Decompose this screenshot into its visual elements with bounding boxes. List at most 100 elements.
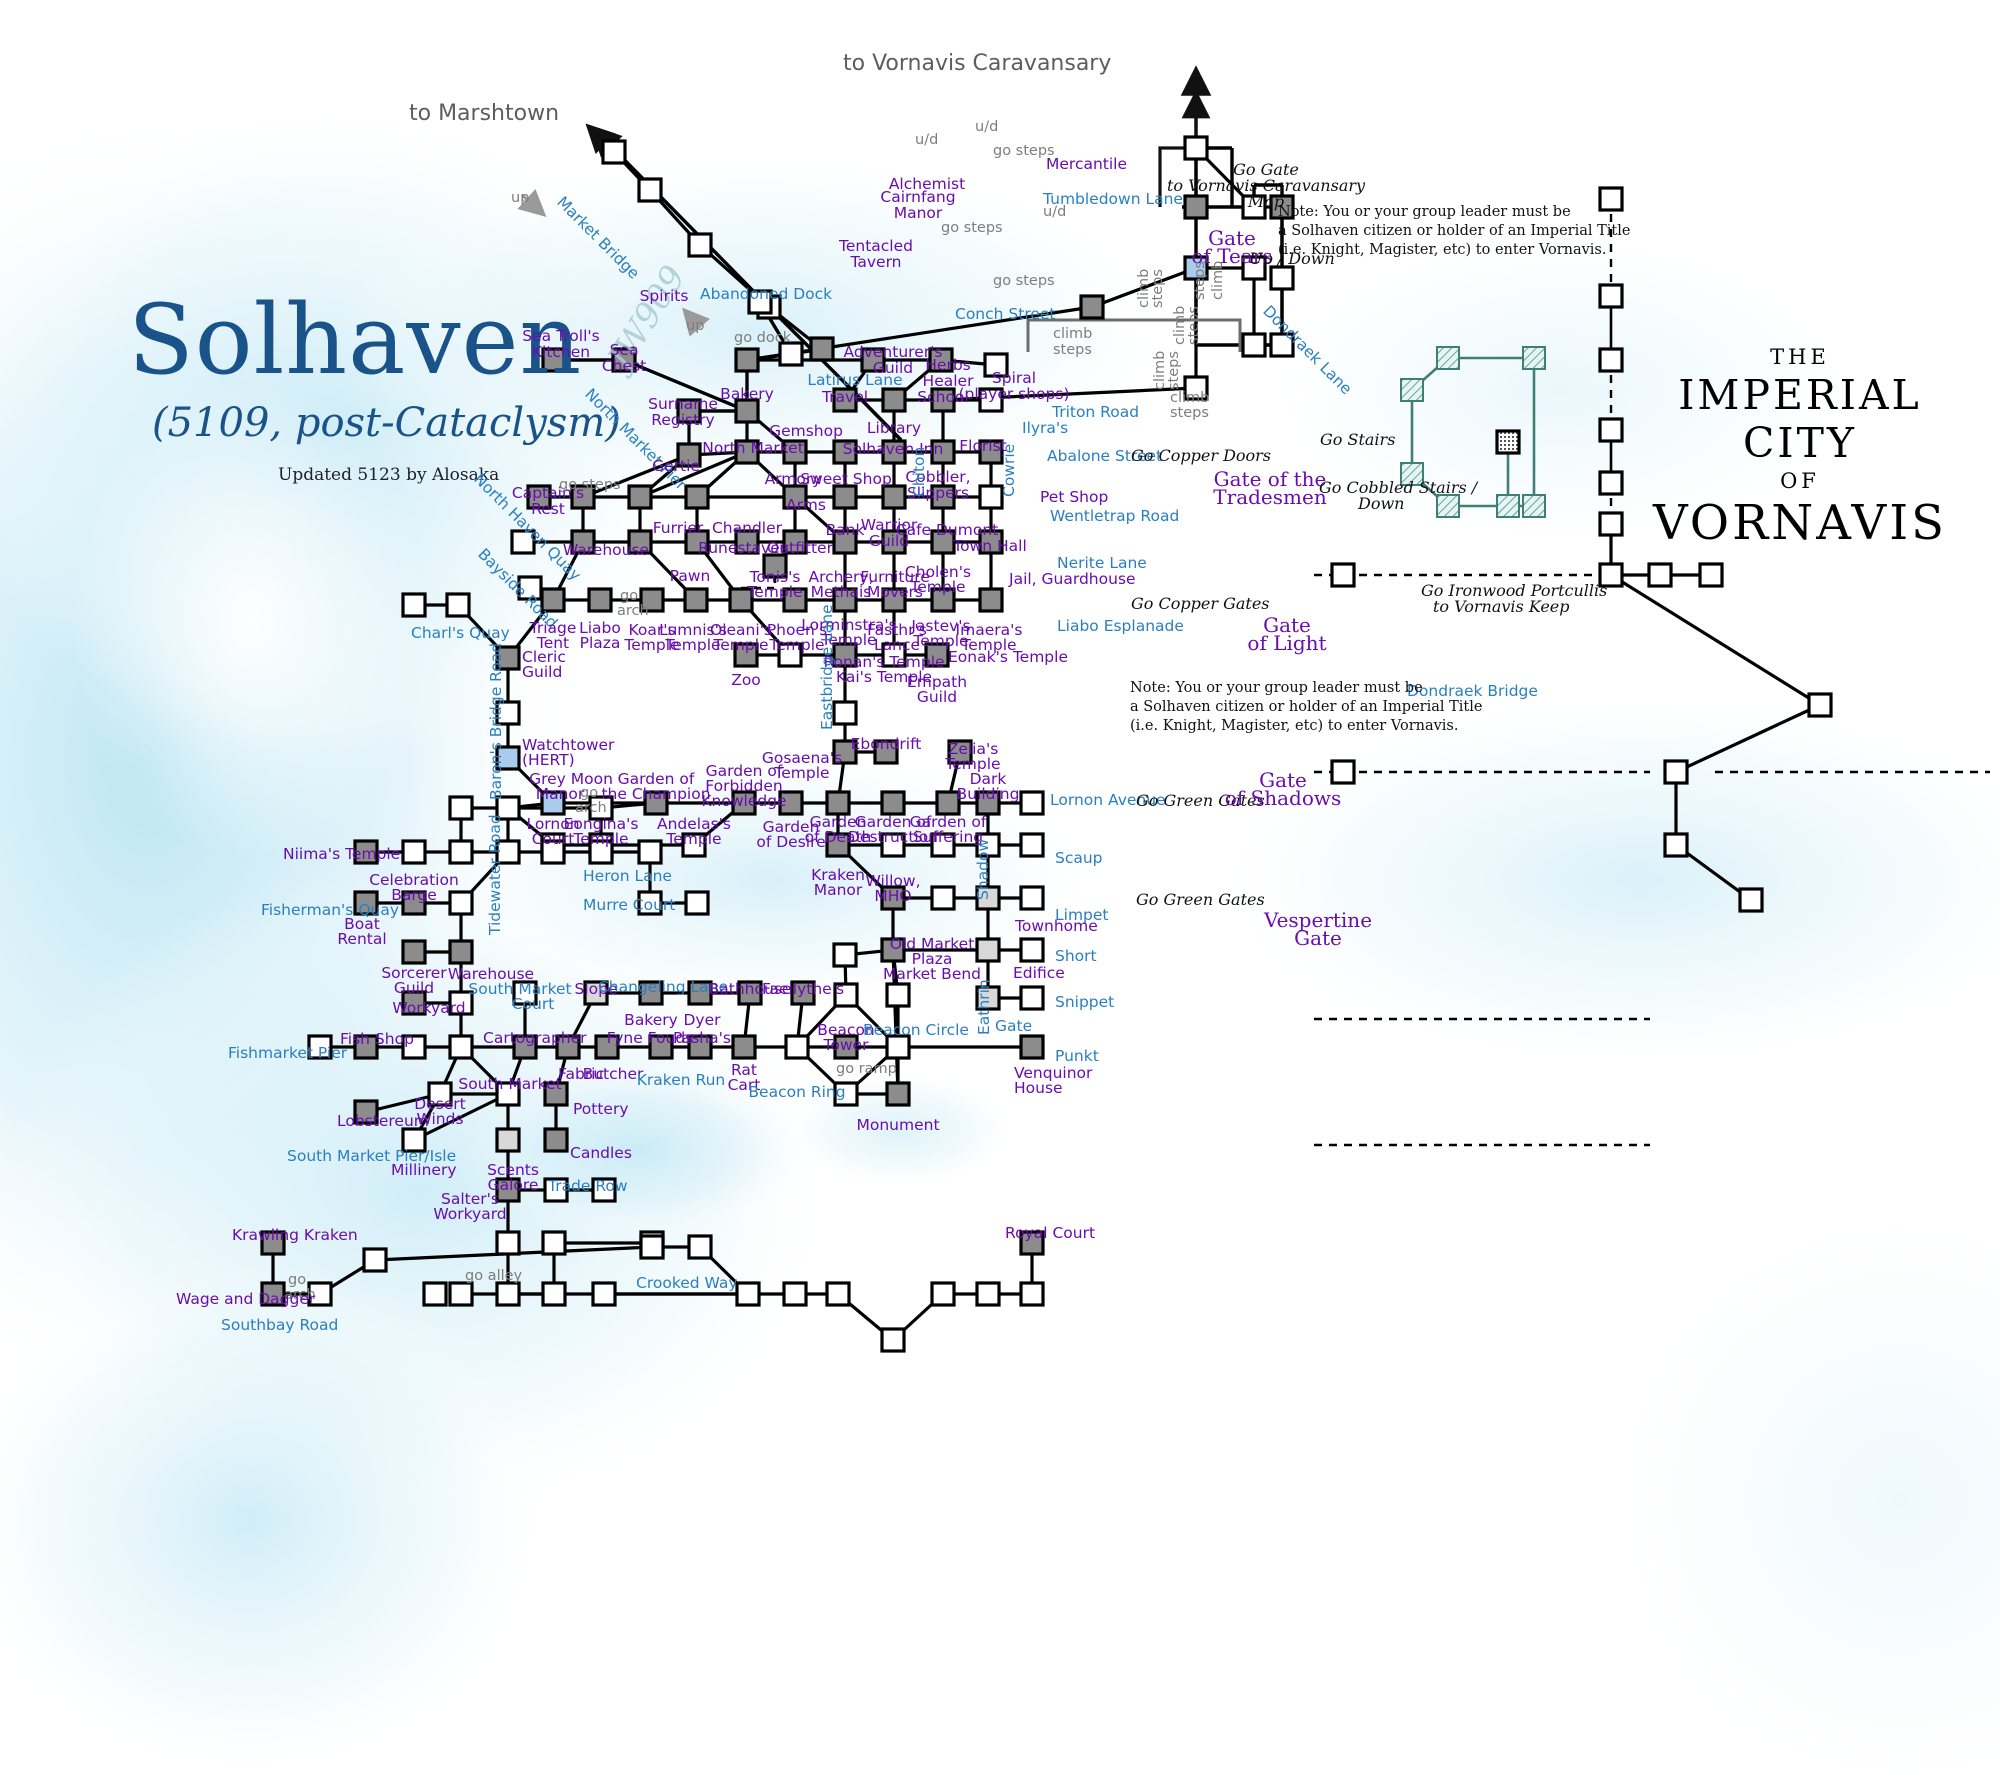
map-room-node[interactable] [495,1127,521,1153]
map-room-node[interactable] [832,484,858,510]
map-room-node[interactable] [1496,494,1520,518]
map-label: Furrier [652,519,704,537]
map-room-node[interactable] [401,592,427,618]
map-room-node[interactable] [1019,1034,1045,1060]
map-room-node[interactable] [1598,511,1624,537]
map-room-node[interactable] [881,484,907,510]
map-room-node[interactable] [445,592,471,618]
map-room-node[interactable] [1269,265,1295,291]
map-room-node[interactable] [1495,429,1521,455]
map-room-node[interactable] [541,1230,567,1256]
map-room-node[interactable] [1019,832,1045,858]
map-room-node[interactable] [448,795,474,821]
map-room-node[interactable] [930,885,956,911]
map-room-node[interactable] [1019,1281,1045,1307]
map-room-node[interactable] [1183,135,1209,161]
map-room-node[interactable] [1663,759,1689,785]
map-label: Registry [651,411,715,429]
map-room-node[interactable] [1079,294,1105,320]
map-room-node[interactable] [1183,194,1209,220]
map-room-node[interactable] [1647,562,1673,588]
map-room-node[interactable] [587,587,613,613]
map-room-node[interactable] [809,336,835,362]
map-room-node[interactable] [401,839,427,865]
map-room-node[interactable] [735,1281,761,1307]
note-line: (i.e. Knight, Magister, etc) to enter Vo… [1278,242,1607,259]
map-room-node[interactable] [448,839,474,865]
map-room-node[interactable] [832,700,858,726]
map-room-node[interactable] [880,790,906,816]
map-label: Arms [786,496,826,514]
map-room-node[interactable] [930,1281,956,1307]
map-room-node[interactable] [627,484,653,510]
map-room-node[interactable] [448,890,474,916]
map-room-node[interactable] [687,232,713,258]
map-room-node[interactable] [448,939,474,965]
map-room-node[interactable] [401,939,427,965]
map-room-node[interactable] [495,1230,521,1256]
map-room-node[interactable] [1522,346,1546,370]
map-room-node[interactable] [448,1281,474,1307]
map-room-node[interactable] [637,839,663,865]
map-label: Sweet Shop [800,470,892,488]
map-room-node[interactable] [448,1034,474,1060]
map-room-node[interactable] [778,341,804,367]
map-label: to Marshtown [409,101,560,126]
map-room-node[interactable] [1019,985,1045,1011]
map-room-node[interactable] [825,790,851,816]
map-room-node[interactable] [832,942,858,968]
map-room-node[interactable] [731,1034,757,1060]
map-room-node[interactable] [885,982,911,1008]
map-room-node[interactable] [543,1127,569,1153]
map-label: go [288,1272,307,1288]
map-room-node[interactable] [495,1281,521,1307]
map-room-node[interactable] [422,1281,448,1307]
map-room-node[interactable] [1598,283,1624,309]
map-room-node[interactable] [825,1281,851,1307]
map-room-node[interactable] [637,177,663,203]
map-room-node[interactable] [1738,887,1764,913]
map-room-node[interactable] [687,1234,713,1260]
map-room-node[interactable] [1807,692,1833,718]
map-room-node[interactable] [1400,378,1424,402]
map-room-node[interactable] [975,1281,1001,1307]
map-room-node[interactable] [1598,347,1624,373]
map-room-node[interactable] [734,398,760,424]
map-room-node[interactable] [683,587,709,613]
map-room-node[interactable] [885,1081,911,1107]
map-room-node[interactable] [1330,562,1356,588]
map-room-node[interactable] [684,890,710,916]
map-room-node[interactable] [1598,417,1624,443]
map-room-node[interactable] [1241,332,1267,358]
map-room-node[interactable] [1522,494,1546,518]
map-room-node[interactable] [639,1234,665,1260]
map-room-node[interactable] [1436,346,1460,370]
map-label: Temple [666,830,722,848]
map-label: Ilyra's [1022,419,1069,437]
map-label: Tradesmen [1213,485,1327,509]
map-room-node[interactable] [1019,885,1045,911]
map-room-node[interactable] [782,1281,808,1307]
map-room-node[interactable] [881,387,907,413]
map-room-node[interactable] [541,1281,567,1307]
map-room-node[interactable] [734,347,760,373]
map-room-node[interactable] [784,1034,810,1060]
map-room-node[interactable] [601,139,627,165]
map-room-node[interactable] [880,1327,906,1353]
map-room-node[interactable] [1698,562,1724,588]
map-room-node[interactable] [1663,832,1689,858]
map-room-node[interactable] [591,1281,617,1307]
map-room-node[interactable] [1436,494,1460,518]
map-label: go steps [993,273,1055,289]
map-room-node[interactable] [362,1247,388,1273]
map-room-node[interactable] [1598,470,1624,496]
map-room-node[interactable] [978,484,1004,510]
map-room-node[interactable] [978,587,1004,613]
map-room-node[interactable] [1019,937,1045,963]
map-room-node[interactable] [975,937,1001,963]
map-label: South Market [458,1075,562,1093]
map-room-node[interactable] [684,484,710,510]
map-room-node[interactable] [1019,790,1045,816]
map-room-node[interactable] [885,1034,911,1060]
map-room-node[interactable] [1330,759,1356,785]
